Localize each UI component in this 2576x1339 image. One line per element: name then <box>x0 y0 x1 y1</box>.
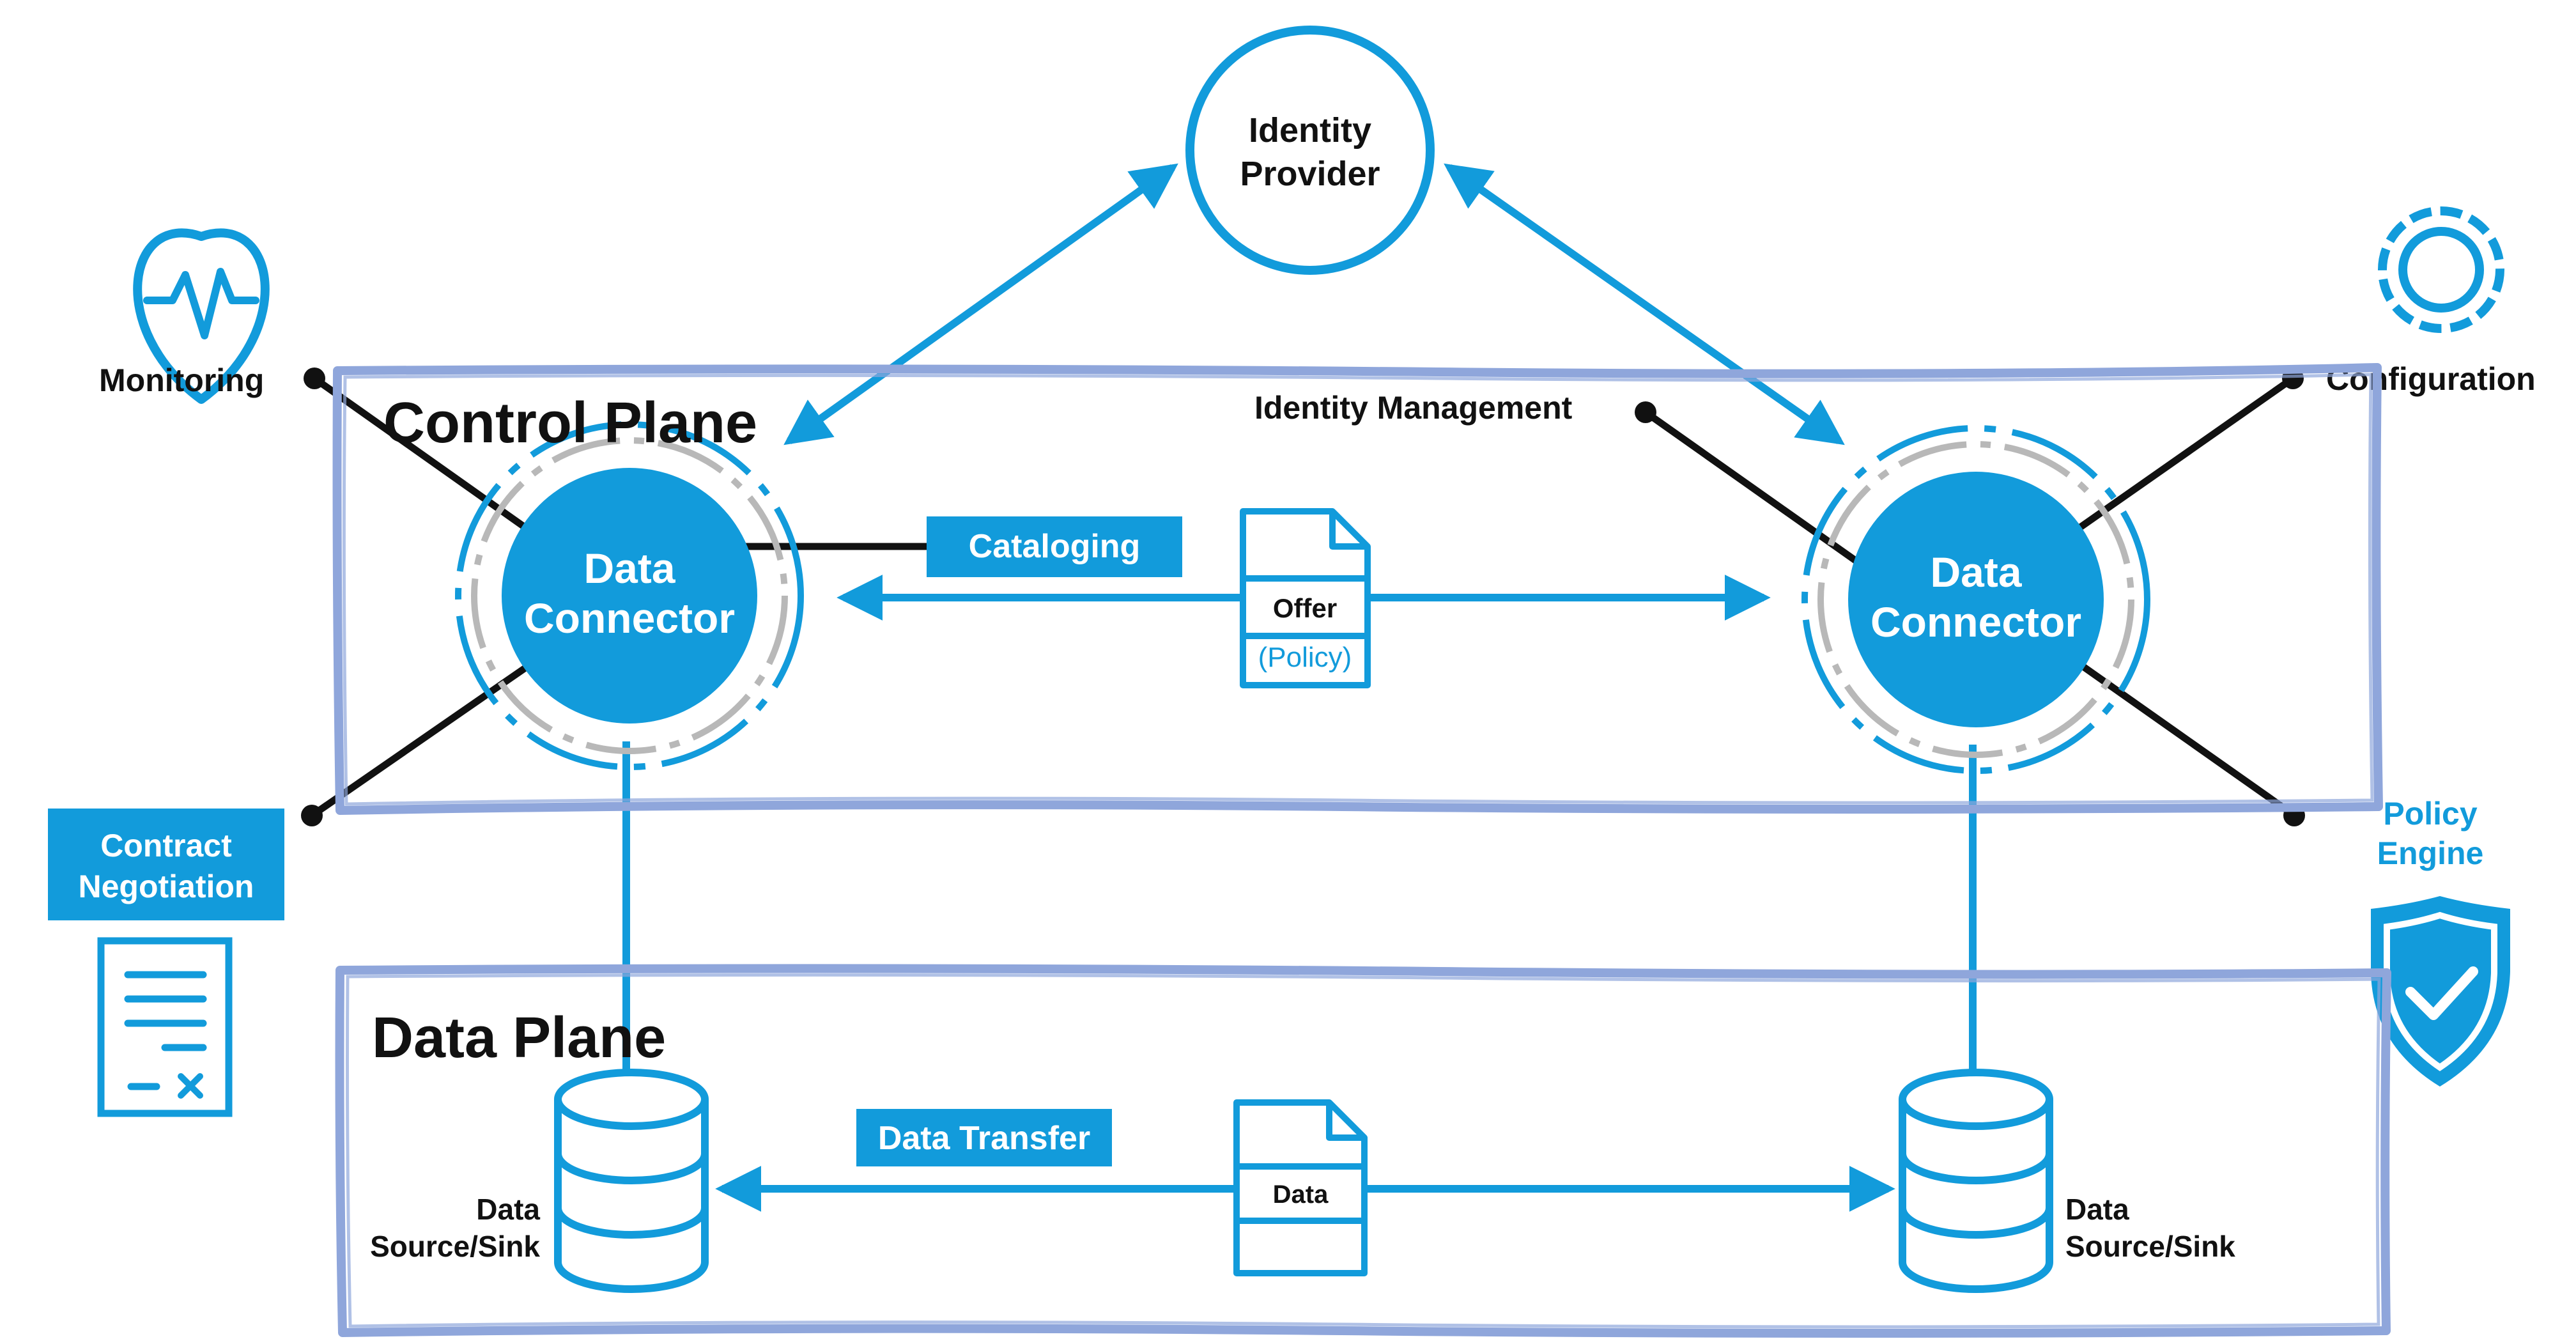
contract-negotiation-badge: Contract Negotiation <box>48 809 284 920</box>
contract-negotiation-label-1: Contract <box>100 828 232 863</box>
idp-right-connector-arrow <box>1444 163 1845 445</box>
wire-end-dots <box>301 368 2305 826</box>
database-icon <box>554 1069 709 1293</box>
heart-monitor-icon <box>133 228 270 404</box>
data-plane-frame <box>335 964 2391 1338</box>
right-source-label-1: Data <box>2065 1193 2129 1226</box>
database-icon <box>1899 1069 2053 1293</box>
contract-negotiation-label-2: Negotiation <box>79 869 254 904</box>
left-connector-label-1: Data <box>583 545 675 592</box>
gear-icon <box>2378 206 2504 333</box>
right-connector-label-1: Data <box>1930 548 2022 596</box>
data-document-icon: Data <box>1233 1099 1368 1276</box>
data-plane-title: Data Plane <box>372 1006 666 1070</box>
right-data-connector: Data Connector <box>1801 425 2150 774</box>
right-source-label-2: Source/Sink <box>2065 1230 2235 1263</box>
left-connector-label-2: Connector <box>524 594 735 642</box>
data-document-title: Data <box>1273 1180 1329 1209</box>
offer-document-subtitle: (Policy) <box>1258 642 1352 673</box>
policy-engine-label-1: Policy <box>2383 796 2477 832</box>
data-transfer-badge: Data Transfer <box>856 1109 1112 1166</box>
left-data-connector: Data Connector <box>455 421 804 770</box>
monitoring-label: Monitoring <box>99 362 264 398</box>
shield-check-icon <box>2371 896 2510 1087</box>
cataloging-label: Cataloging <box>969 528 1141 565</box>
left-source-label-1: Data <box>476 1193 540 1226</box>
idp-left-connector-arrow <box>783 163 1178 445</box>
policy-engine-label-2: Engine <box>2377 835 2484 871</box>
right-connector-label-2: Connector <box>1870 598 2081 646</box>
control-plane-title: Control Plane <box>383 391 757 455</box>
identity-management-label: Identity Management <box>1254 390 1573 426</box>
control-plane-frame <box>332 363 2383 815</box>
cataloging-badge: Cataloging <box>927 516 1182 577</box>
identity-provider-label-1: Identity <box>1249 111 1371 150</box>
offer-document-title: Offer <box>1273 593 1337 623</box>
identity-provider: Identity Provider <box>1185 26 1435 275</box>
data-transfer-label: Data Transfer <box>878 1120 1090 1157</box>
left-source-label-2: Source/Sink <box>370 1230 540 1263</box>
identity-provider-label-2: Provider <box>1240 155 1380 193</box>
offer-document-icon: Offer (Policy) <box>1240 508 1371 688</box>
contract-document-icon <box>97 937 233 1117</box>
